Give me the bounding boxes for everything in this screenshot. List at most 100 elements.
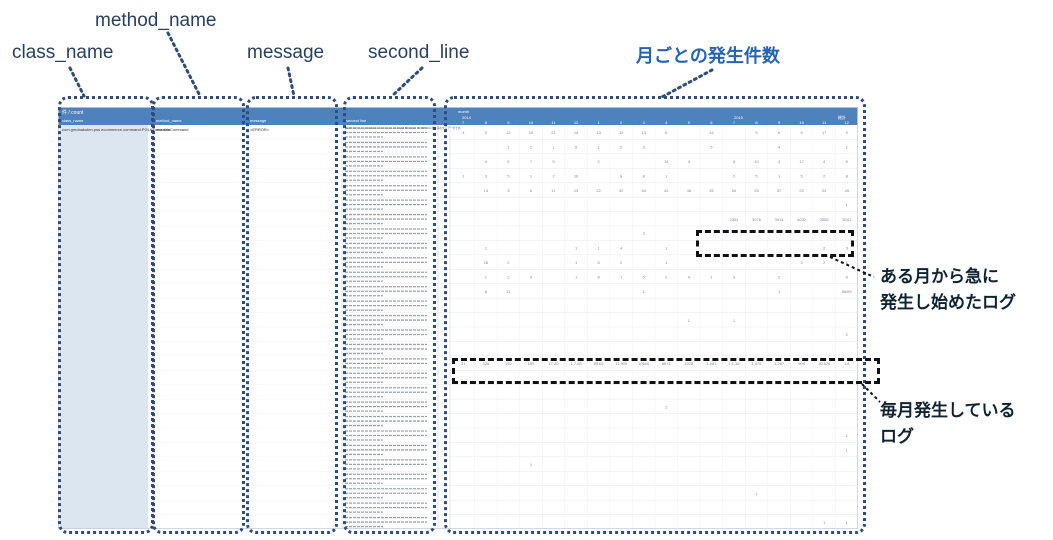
count-cell: 4	[485, 159, 488, 164]
count-cell: 1,081	[706, 361, 717, 366]
count-cell: 8	[485, 289, 488, 294]
count-cell: 1	[846, 202, 849, 207]
count-cell: 2	[665, 404, 668, 409]
month-header: 3	[643, 120, 646, 125]
month-header: 9	[778, 120, 781, 125]
count-cell: 5	[575, 145, 578, 150]
count-cell: 14	[664, 159, 669, 164]
count-cell: 5	[597, 260, 600, 265]
count-cell: 1	[846, 145, 849, 150]
count-cell: 9	[530, 275, 533, 280]
count-cell: 2	[530, 145, 533, 150]
count-cell: 3	[485, 130, 488, 135]
count-cell: 3	[462, 130, 465, 135]
month-header: 9	[507, 120, 510, 125]
count-cell: 45	[844, 188, 849, 193]
count-cell: 1	[620, 275, 623, 280]
count-cell: 22	[596, 188, 601, 193]
count-cell: 4	[688, 159, 691, 164]
monthly-counts-label: 月ごとの発生件数	[636, 46, 780, 67]
count-cell: 1	[485, 246, 488, 251]
count-cell: 1	[755, 491, 758, 496]
count-cell: 17	[799, 159, 804, 164]
sudden-note-line2: 発生し始めたログ	[880, 293, 1016, 313]
count-cell: 1	[575, 246, 578, 251]
count-cell: 192	[505, 361, 512, 366]
count-cell: 1	[665, 246, 668, 251]
count-cell: 1	[733, 318, 736, 323]
count-cell: 1	[846, 433, 849, 438]
count-cell: 4	[778, 145, 781, 150]
count-cell: 1	[778, 289, 781, 294]
count-cell: 1	[552, 145, 555, 150]
count-cell: 1	[530, 462, 533, 467]
count-cell: 5	[710, 145, 713, 150]
count-cell: 3914	[775, 217, 785, 222]
count-cell: 8	[665, 130, 668, 135]
count-cell: 3076	[752, 217, 762, 222]
count-cell: 2	[597, 159, 600, 164]
sudden-note-line1: ある月から急に	[880, 267, 999, 287]
count-cell: 10	[754, 159, 759, 164]
month-header: 11	[822, 120, 827, 125]
monthly-counts-frame	[444, 96, 866, 534]
header-method-name: method_name	[156, 118, 182, 123]
header-second-line: second line	[346, 118, 367, 123]
count-cell: 14	[574, 130, 579, 135]
monthly-rows-highlight	[452, 358, 880, 384]
count-cell: 4032	[797, 217, 807, 222]
header-class-name: class_name	[62, 118, 84, 123]
count-cell: 9	[846, 130, 849, 135]
count-cell: 4	[620, 246, 623, 251]
count-cell: 26	[732, 188, 737, 193]
count-cell: 2	[733, 174, 736, 179]
month-header: 8	[755, 120, 758, 125]
month-header: 5	[688, 120, 691, 125]
count-cell: 13	[641, 130, 646, 135]
count-cell: 2	[665, 275, 668, 280]
month-header: 2	[620, 120, 623, 125]
count-cell: 1,675	[751, 361, 762, 366]
count-cell: 6	[530, 188, 533, 193]
count-cell: 2	[620, 145, 623, 150]
count-cell: 1	[688, 318, 691, 323]
count-cell: 1	[846, 448, 849, 453]
count-cell: 2	[846, 332, 849, 337]
month-header: 4	[665, 120, 668, 125]
first-row-message: <ERROR>	[250, 127, 270, 132]
count-cell: 7	[552, 174, 555, 179]
table-header-bar	[58, 107, 858, 125]
count-cell: 89.02	[594, 361, 605, 366]
method-name-frame	[152, 96, 245, 534]
month-header: 7	[733, 120, 736, 125]
message-frame	[246, 96, 338, 534]
count-cell: 2304	[729, 217, 739, 222]
count-cell: 1,1,16	[728, 361, 740, 366]
count-cell: 1	[823, 520, 826, 525]
count-cell: 37	[777, 188, 782, 193]
count-cell: 2	[507, 275, 510, 280]
count-cell: 9	[846, 159, 849, 164]
count-cell: 35	[709, 188, 714, 193]
class-name-frame	[58, 96, 154, 534]
count-cell: 1	[575, 260, 578, 265]
count-cell: 1	[462, 174, 465, 179]
count-cell: 1	[575, 275, 578, 280]
header-month-label: month	[458, 109, 469, 114]
count-cell: 8	[643, 174, 646, 179]
class-name-label: class_name	[12, 42, 114, 63]
count-cell: 56/89	[842, 289, 853, 294]
count-cell: 1	[846, 520, 849, 525]
count-cell: 13	[596, 130, 601, 135]
month-header: 12	[844, 120, 849, 125]
month-header: 12	[574, 120, 579, 125]
count-cell: 24	[822, 188, 827, 193]
count-cell: 9	[620, 174, 623, 179]
sudden-rows-highlight	[696, 230, 854, 257]
count-cell: 909	[798, 361, 805, 366]
month-header: 10	[799, 120, 804, 125]
count-cell: 5	[800, 174, 803, 179]
count-cell: 31	[461, 361, 466, 366]
